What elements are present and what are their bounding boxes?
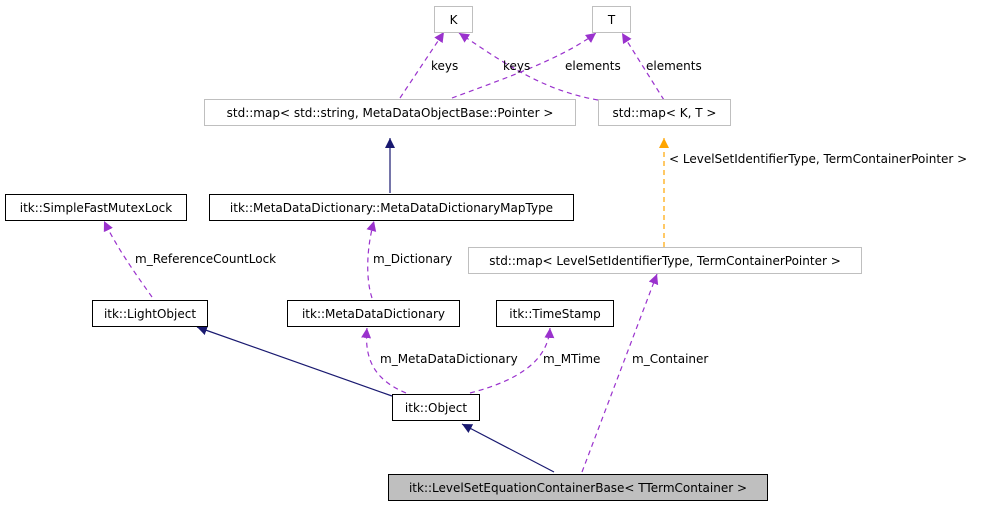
node-map-k-t[interactable]: std::map< K, T >: [598, 99, 731, 126]
label-template-args: < LevelSetIdentifierType, TermContainerP…: [669, 152, 968, 166]
node-meta-data-dictionary-map-type[interactable]: itk::MetaDataDictionary::MetaDataDiction…: [209, 194, 574, 221]
node-k[interactable]: K: [434, 6, 473, 33]
edge-keys-left: [399, 31, 445, 99]
label-elements-right: elements: [646, 59, 702, 73]
edge-containerbase-to-object: [461, 423, 555, 473]
node-level-set-equation-container-base[interactable]: itk::LevelSetEquationContainerBase< TTer…: [388, 474, 768, 501]
edge-meta-data-dictionary: [361, 327, 407, 394]
edge-keys-right: [458, 32, 599, 101]
node-meta-data-dictionary[interactable]: itk::MetaDataDictionary: [287, 300, 460, 327]
label-reference-count-lock: m_ReferenceCountLock: [135, 252, 277, 266]
label-keys-right: keys: [503, 59, 531, 73]
label-elements-left: elements: [565, 59, 621, 73]
node-t[interactable]: T: [592, 6, 631, 33]
node-map-string-pointer[interactable]: std::map< std::string, MetaDataObjectBas…: [204, 99, 576, 126]
label-keys-left: keys: [431, 59, 459, 73]
label-mtime: m_MTime: [543, 352, 601, 366]
edge-mtime: [469, 327, 555, 394]
node-simple-fast-mutex-lock[interactable]: itk::SimpleFastMutexLock: [5, 194, 187, 221]
node-time-stamp[interactable]: itk::TimeStamp: [496, 300, 614, 327]
label-meta-data-dictionary: m_MetaDataDictionary: [380, 352, 518, 366]
node-object[interactable]: itk::Object: [392, 394, 480, 421]
node-light-object[interactable]: itk::LightObject: [92, 300, 208, 327]
edge-object-to-lightobject: [196, 325, 393, 397]
label-dictionary: m_Dictionary: [373, 252, 453, 266]
edge-elements-right: [621, 32, 665, 101]
label-container: m_Container: [632, 352, 709, 366]
node-map-levelset-identifier[interactable]: std::map< LevelSetIdentifierType, TermCo…: [468, 247, 862, 274]
edge-elements-left: [451, 32, 597, 99]
edge-reference-count-lock: [103, 220, 153, 298]
